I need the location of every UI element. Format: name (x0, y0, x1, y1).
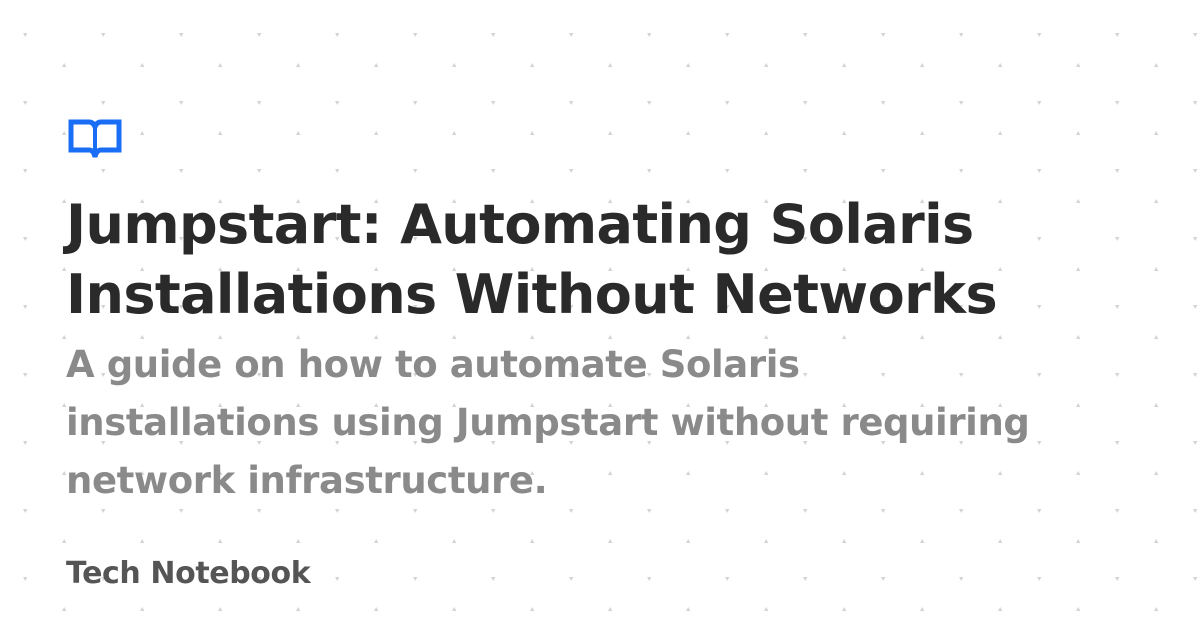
site-name: Tech Notebook (66, 556, 311, 591)
book-icon (68, 119, 122, 158)
page-title: Jumpstart: Automating Solaris Installati… (66, 193, 998, 326)
page-subtitle: A guide on how to automate Solaris insta… (66, 343, 1030, 502)
